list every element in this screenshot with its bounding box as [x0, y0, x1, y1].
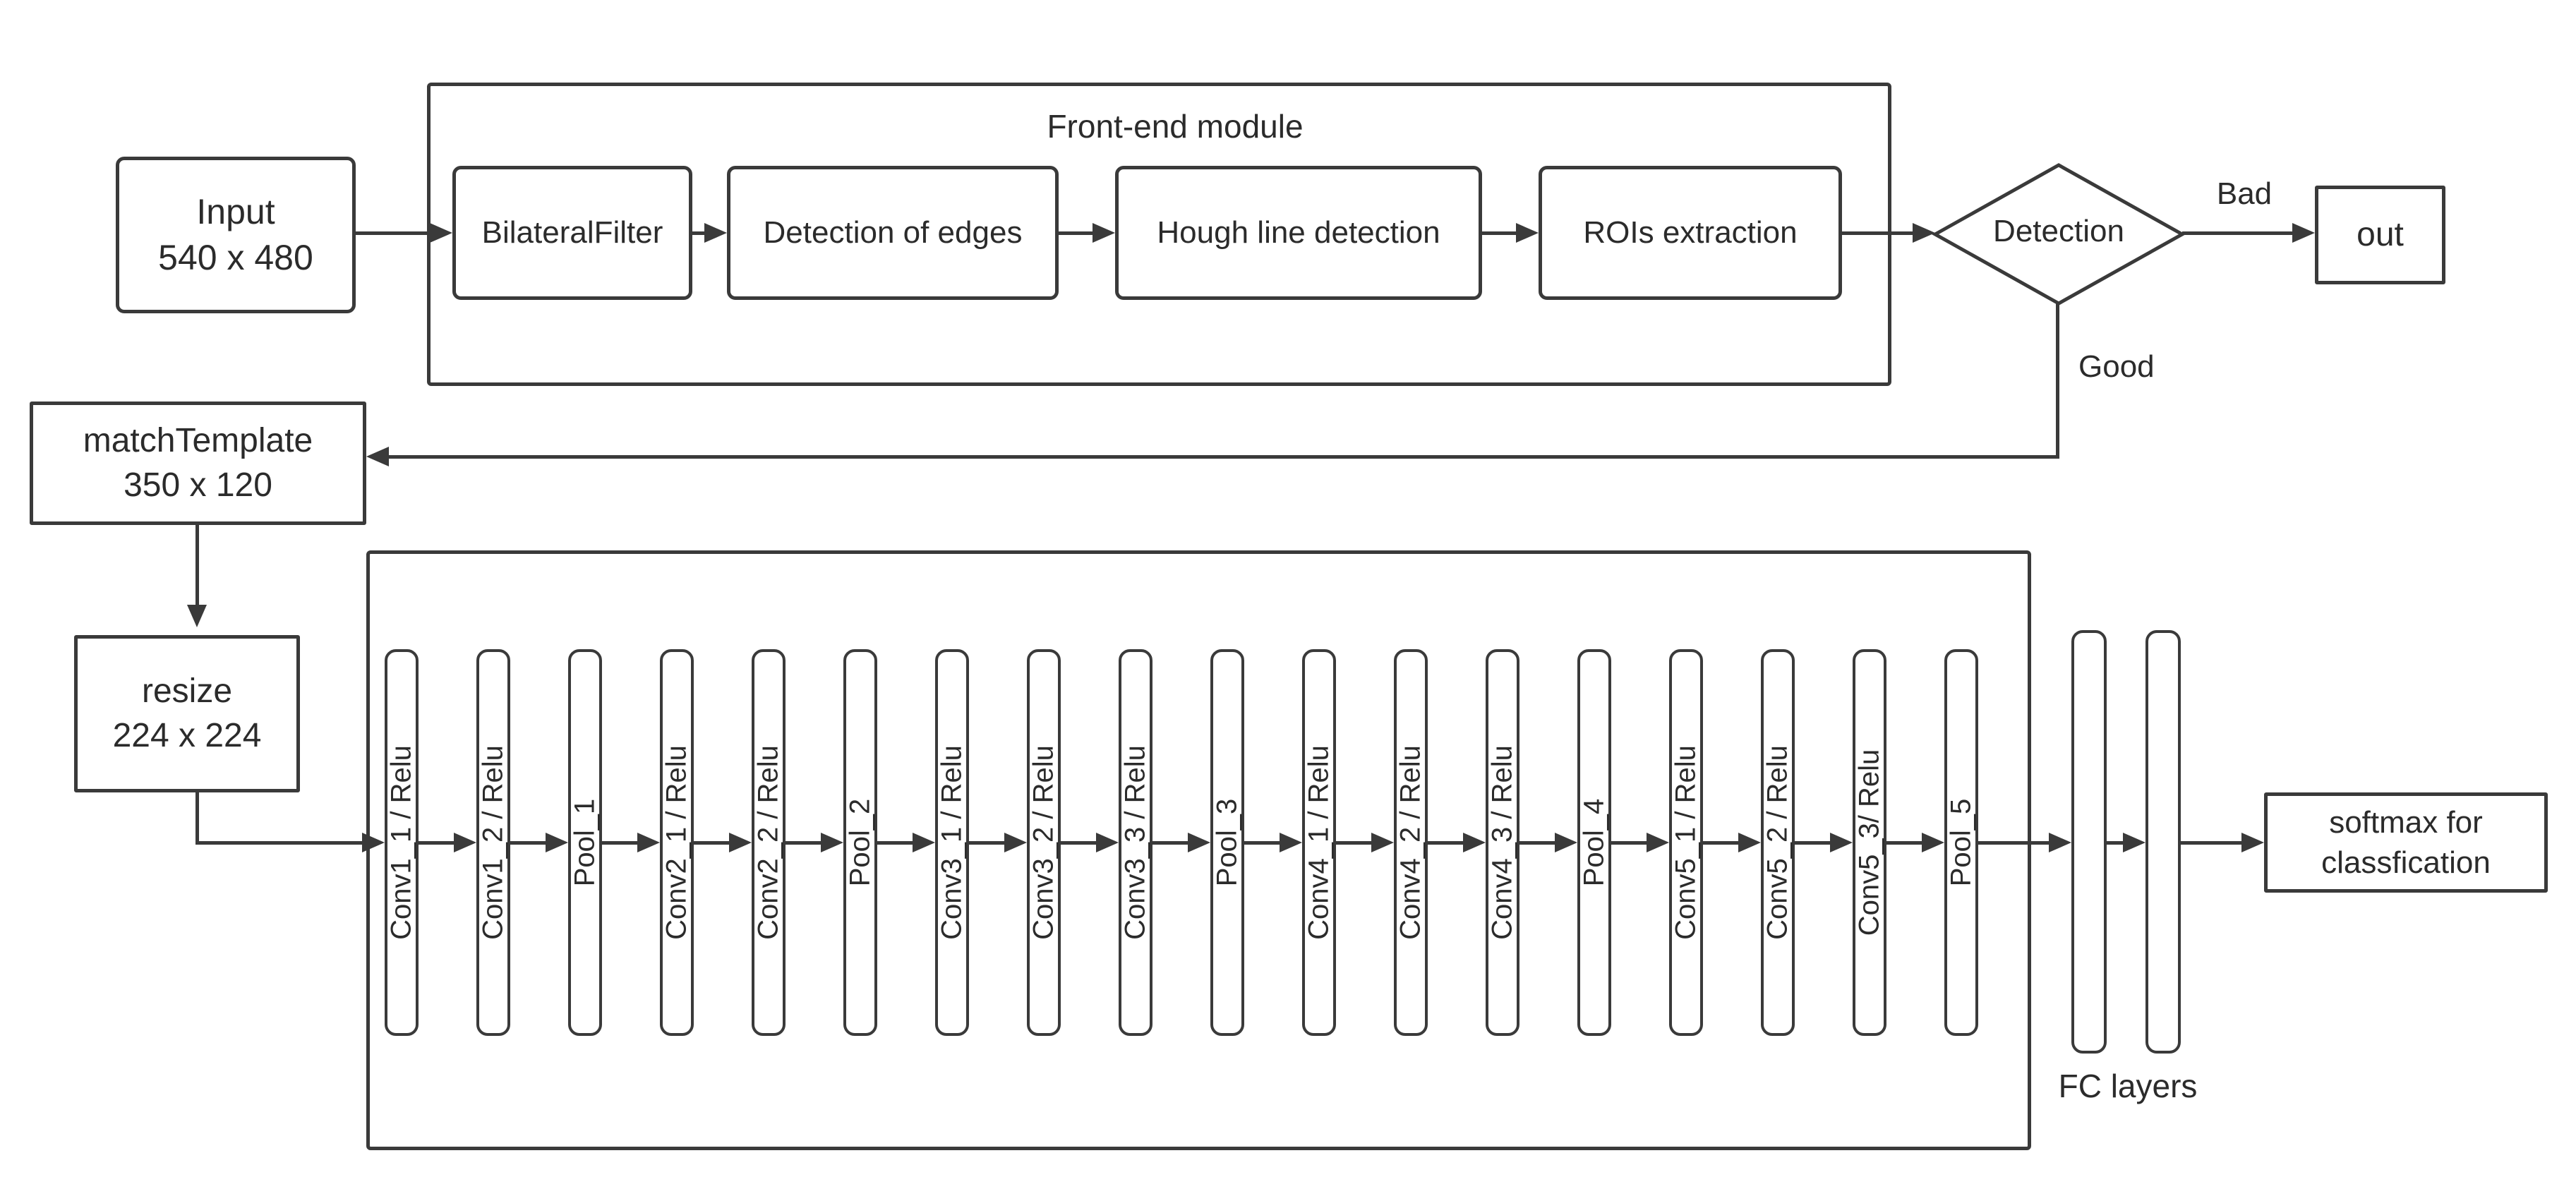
- out-node: out: [2315, 186, 2445, 284]
- cnn-bar-label: Conv2_1 / Relu: [661, 745, 692, 940]
- fc-layer-bar-1: [2071, 630, 2107, 1054]
- cnn-bar-label: Pool_3: [1211, 798, 1243, 887]
- arrow-between-cnn-bars: [969, 841, 1006, 845]
- arrowhead: [454, 833, 476, 852]
- cnn-bar: Conv2_1 / Relu: [660, 649, 694, 1036]
- arrow-between-cnn-bars: [694, 841, 730, 845]
- edge-detection-node: Detection of edges: [727, 166, 1059, 300]
- arrowhead: [1463, 833, 1486, 852]
- arrowhead: [1371, 833, 1394, 852]
- match-template-label: matchTemplate: [83, 422, 313, 460]
- softmax-node: softmax for classfication: [2264, 792, 2548, 893]
- cnn-bar: Conv5_1 / Relu: [1669, 649, 1703, 1036]
- cnn-bar: Pool_4: [1577, 649, 1611, 1036]
- arrowhead: [1922, 833, 1944, 852]
- cnn-bar: Conv3_1 / Relu: [935, 649, 969, 1036]
- arrow-between-cnn-bars: [877, 841, 914, 845]
- cnn-bar-label: Conv1_2 / Relu: [477, 745, 509, 940]
- cnn-bar: Conv1_1 / Relu: [385, 649, 419, 1036]
- cnn-bar: Conv3_2 / Relu: [1027, 649, 1061, 1036]
- bilateral-filter-label: BilateralFilter: [481, 215, 663, 251]
- edge-detection-label: Detection of edges: [763, 215, 1023, 251]
- arrow-between-cnn-bars: [510, 841, 547, 845]
- match-template-size: 350 x 120: [124, 466, 272, 504]
- cnn-bar: Pool_1: [568, 649, 602, 1036]
- hough-line-detection-label: Hough line detection: [1157, 215, 1440, 251]
- arrowhead: [1096, 833, 1119, 852]
- cnn-bar: Conv5_2 / Relu: [1761, 649, 1795, 1036]
- arrow-between-cnn-bars: [1061, 841, 1097, 845]
- input-size: 540 x 480: [158, 238, 313, 277]
- arrowhead: [729, 833, 752, 852]
- arrow-between-cnn-bars: [1703, 841, 1740, 845]
- cnn-bar-label: Conv5_3/ Relu: [1853, 749, 1885, 936]
- bilateral-filter-node: BilateralFilter: [452, 166, 692, 300]
- fc-layer-bar-2: [2145, 630, 2181, 1054]
- arrow-between-cnn-bars: [1428, 841, 1464, 845]
- bad-branch-label: Bad: [2216, 176, 2273, 211]
- cnn-bar: Pool_3: [1210, 649, 1244, 1036]
- arrowhead: [1004, 833, 1027, 852]
- input-label: Input: [196, 192, 275, 231]
- cnn-bar: Conv4_2 / Relu: [1394, 649, 1428, 1036]
- cnn-bar-label: Conv3_2 / Relu: [1028, 745, 1059, 940]
- cnn-bar-label: Conv4_1 / Relu: [1303, 745, 1335, 940]
- softmax-label-line2: classfication: [2321, 845, 2491, 880]
- cnn-bar-label: Pool_5: [1945, 798, 1977, 887]
- cnn-bar-label: Pool_2: [844, 798, 876, 887]
- cnn-bar-label: Conv2_2 / Relu: [752, 745, 784, 940]
- arrow-between-cnn-bars: [1244, 841, 1281, 845]
- arrowhead: [1188, 833, 1210, 852]
- cnn-bar-label: Conv5_1 / Relu: [1670, 745, 1702, 940]
- rois-extraction-label: ROIs extraction: [1583, 215, 1798, 251]
- resize-node: resize 224 x 224: [74, 635, 300, 792]
- cnn-bar-label: Pool_1: [569, 798, 601, 887]
- arrowhead: [1555, 833, 1577, 852]
- arrow-between-cnn-bars: [602, 841, 639, 845]
- arrowhead: [1647, 833, 1669, 852]
- arrow-between-cnn-bars: [1336, 841, 1373, 845]
- arrow-between-cnn-bars: [786, 841, 822, 845]
- arrow-between-cnn-bars: [1519, 841, 1556, 845]
- arrowhead: [1738, 833, 1761, 852]
- cnn-bar-label: Conv5_2 / Relu: [1762, 745, 1793, 940]
- cnn-bar: Conv3_3 / Relu: [1119, 649, 1152, 1036]
- resize-label: resize: [141, 672, 233, 711]
- cnn-bar: Conv1_2 / Relu: [476, 649, 510, 1036]
- softmax-label-line1: softmax for: [2329, 804, 2483, 840]
- rois-extraction-node: ROIs extraction: [1539, 166, 1842, 300]
- arrow-between-cnn-bars: [419, 841, 455, 845]
- cnn-bar: Pool_5: [1944, 649, 1978, 1036]
- cnn-bar: Pool_2: [843, 649, 877, 1036]
- input-node: Input 540 x 480: [116, 157, 356, 313]
- cnn-bar-label: Conv1_1 / Relu: [385, 745, 417, 940]
- cnn-bar-label: Pool_4: [1578, 798, 1610, 887]
- hough-line-detection-node: Hough line detection: [1115, 166, 1482, 300]
- arrow-between-cnn-bars: [1611, 841, 1648, 845]
- fc-layers-label: FC layers: [2058, 1068, 2198, 1104]
- arrowhead: [1280, 833, 1302, 852]
- cnn-bar: Conv2_2 / Relu: [752, 649, 786, 1036]
- cnn-bar: Conv5_3/ Relu: [1853, 649, 1886, 1036]
- arrowhead: [637, 833, 660, 852]
- resize-size: 224 x 224: [112, 716, 262, 754]
- arrowhead: [821, 833, 843, 852]
- arrowhead: [1830, 833, 1853, 852]
- cnn-bar: Conv4_3 / Relu: [1486, 649, 1519, 1036]
- cnn-bar-label: Conv4_3 / Relu: [1486, 745, 1518, 940]
- arrow-between-cnn-bars: [1795, 841, 1831, 845]
- cnn-bar-label: Conv3_3 / Relu: [1119, 745, 1151, 940]
- detection-diamond-label: Detection: [1993, 214, 2124, 248]
- arrow-between-cnn-bars: [1152, 841, 1189, 845]
- arrow-between-cnn-bars: [1886, 841, 1923, 845]
- good-branch-label: Good: [2078, 349, 2155, 384]
- out-label: out: [2357, 215, 2404, 253]
- arrowhead: [546, 833, 568, 852]
- cnn-bar-label: Conv4_2 / Relu: [1395, 745, 1426, 940]
- front-end-module-title: Front-end module: [1047, 108, 1304, 145]
- match-template-node: matchTemplate 350 x 120: [30, 402, 366, 525]
- cnn-bar: Conv4_1 / Relu: [1302, 649, 1336, 1036]
- arrowhead: [913, 833, 935, 852]
- cnn-bar-label: Conv3_1 / Relu: [936, 745, 968, 940]
